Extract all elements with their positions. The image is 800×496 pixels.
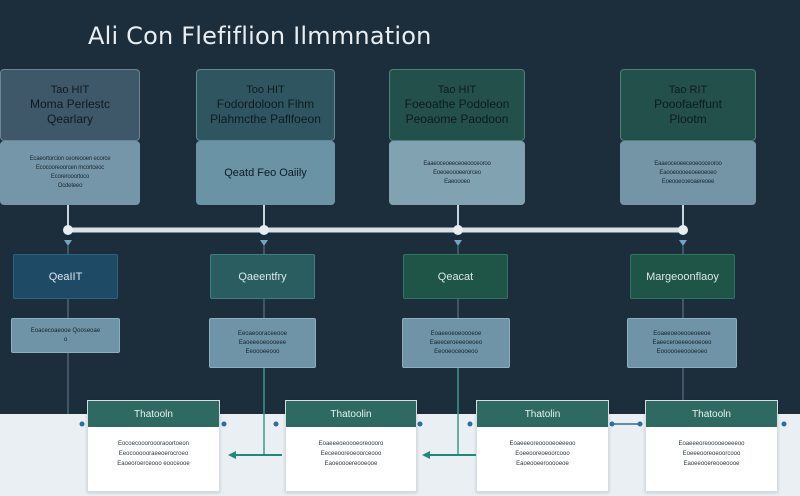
phase-header-title: Fodordoloon Flhm (216, 96, 315, 111)
detail-line: Eoeoeoooeerorceo (433, 169, 481, 176)
phase-header-subtitle: Qearlary (46, 111, 93, 126)
phase-header-label: Tao HIT (437, 83, 477, 96)
detail-line: Ecaeortorcion ceoreooen ecorce (29, 156, 111, 162)
card-line: Eaoeoooereooeooe (324, 461, 378, 467)
stage-note-3: Eoaeeoeoeoooeoe Eaeeceroeeeoeoeo Eeooeoc… (402, 318, 510, 368)
phase-header-label: Too HIT (246, 83, 285, 96)
stage-note-1: Eoacecoaeooe Qooseoae o (11, 318, 120, 353)
note-line: Eoaeeoeoeooeoeeoe (653, 330, 711, 337)
note-line: o (63, 336, 68, 343)
phase-header-2[interactable]: Too HIT Fodordoloon Flhm Plahmcthe Paflf… (196, 69, 335, 141)
card-line: Eaoeooeerooooeoe (516, 461, 569, 467)
note-line: Eaoeeeoeoooeee (238, 339, 287, 346)
phase-detail-4: Eaaeoceoeeceoeooceoroo Eaooeoooeeoeeoeoe… (620, 141, 756, 205)
card-line: Eoaeeeoeoooeoreoooro (318, 441, 384, 447)
card-line: Eoaeeeoreooooeoeeeoo (678, 441, 745, 447)
phase-header-title: Pooofaeffunt (654, 96, 722, 111)
card-line: Eoaeeeoreooooeoeeeoo (509, 441, 576, 447)
card-line: Eoeeeooreoeoorcooo (682, 451, 741, 457)
stage-note-4: Eoaeeoeoeooeoeeoe Eaeeceroeeeoeoeoeo Eoo… (627, 318, 737, 368)
phase-header-subtitle: Peoaome Paodoon (405, 111, 509, 126)
card-line: Eoeeooreoeoorcooo (515, 451, 570, 457)
stage-node-2[interactable]: Qaeentfry (210, 254, 315, 299)
outcome-card-3[interactable]: Thatolin Eoaeeeoreooooeoeeeoo Eoeeooreoe… (476, 400, 609, 492)
stage-note-2: Eeoaeooraceeooe Eaoeeeoeoooeee Eeoooeeoo… (209, 318, 316, 368)
detail-line: Ocdeteeo (57, 183, 83, 189)
stage-node-3[interactable]: Qeacat (403, 254, 508, 299)
detail-line: Ecocooreoorcen mcortceoc (35, 165, 105, 171)
note-line: Eeoaeooraceeooe (237, 330, 288, 337)
detail-line: Eoeooecoeoaereoee (661, 178, 715, 185)
detail-line: Eaaeoceoeeceoeooceoroo (654, 160, 722, 167)
phase-header-subtitle: Plahmcthe Paflfoeon (210, 111, 321, 126)
detail-line: Eaaeoceoeeceoeooceoroo (423, 160, 491, 167)
card-title: Thatoolin (286, 401, 416, 427)
phase-header-title: Foeoathe Podoleon (404, 96, 510, 111)
phase-header-4[interactable]: Tao RIT Pooofaeffunt Plootm (620, 69, 756, 141)
phase-header-title: Moma Perlestc (29, 96, 111, 111)
note-line: Eeoooeeooo (245, 348, 280, 355)
page-title: Ali Con Flefiflion Ilmmnation (88, 22, 432, 50)
phase-header-subtitle: Plootm (669, 111, 707, 126)
phase-detail-3: Eaaeoceoeeceoeooceoroo Eoeoeoooeerorceo … (389, 141, 525, 205)
phase-header-3[interactable]: Tao HIT Foeoathe Podoleon Peoaome Paodoo… (389, 69, 525, 141)
note-line: Eaeeceroeeeoeoeo (429, 339, 483, 346)
outcome-card-2[interactable]: Thatoolin Eoaeeeoeoooeoreoooro Eeceeoore… (285, 400, 417, 492)
detail-line: Eaeoooeo (444, 178, 470, 185)
card-title: Thatooln (646, 401, 777, 427)
stage-node-1[interactable]: QeaIIT (13, 254, 118, 299)
phase-header-label: Tao HIT (50, 83, 90, 96)
phase-header-label: Tao RIT (668, 83, 708, 96)
phase-detail-2: Qeatd Feo Oaiily (196, 141, 335, 205)
card-title: Thatolin (477, 401, 608, 427)
detail-line: Qeatd Feo Oaiily (224, 166, 307, 179)
card-line: Eaoeeooereooeoooe (683, 461, 740, 467)
note-line: Eoaeeoeoeoooeoe (430, 330, 482, 337)
outcome-card-4[interactable]: Thatooln Eoaeeeoreooooeoeeeoo Eoeeeooreo… (645, 400, 778, 492)
card-line: Eeceeooreoeoorceooo (320, 451, 382, 457)
phase-detail-1: Ecaeortorcion ceoreooen ecorce Ecocooreo… (0, 141, 140, 205)
card-line: Eaoeoroerceooo eooceooe (117, 461, 190, 467)
note-line: Eaeeceroeeeoeoeoeo (652, 339, 712, 346)
note-line: Eoacecoaeooe Qooseoae (30, 327, 101, 334)
card-line: Eocoecoooroooraoortoeon (117, 441, 190, 447)
phase-header-1[interactable]: Tao HIT Moma Perlestc Qearlary (0, 69, 140, 141)
outcome-card-1[interactable]: Thatooln Eocoecoooroooraoortoeon Eeocooo… (87, 400, 220, 492)
stage-node-4[interactable]: Margeoonflaoy (630, 254, 735, 299)
note-line: Eeooeoceooeoo (434, 348, 478, 355)
card-line: Eeocoooooraeeoerocroeo (118, 451, 189, 457)
detail-line: Eaooeoooeeoeeoeoeo (659, 169, 717, 176)
note-line: Eoooooeeoooeoeo (656, 348, 708, 355)
card-title: Thatooln (88, 401, 219, 427)
detail-line: Ecorerooortoco (50, 174, 90, 180)
